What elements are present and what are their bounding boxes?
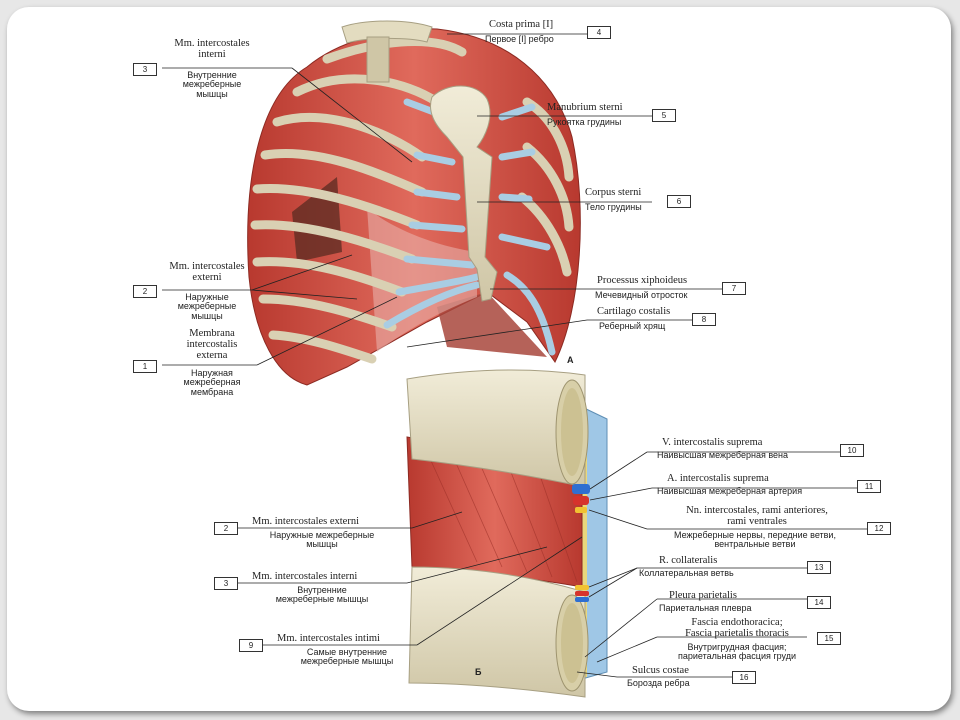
label-latin-manubrium: Manubrium sterni bbox=[547, 102, 623, 113]
label-number-3: 3 bbox=[133, 63, 157, 76]
label-number-3b: 3 bbox=[214, 577, 238, 590]
label-number-8: 8 bbox=[692, 313, 716, 326]
label-russian-fascia: Внутригрудная фасция; париетальная фасци… bbox=[677, 642, 797, 662]
label-russian-manubrium: Рукоятка грудины bbox=[547, 117, 622, 127]
intercostal-space-figure bbox=[406, 369, 608, 698]
label-latin-nn-intercostales: Nn. intercostales, rami anteriores, rami… bbox=[686, 505, 828, 528]
label-latin-costa-prima: Costa prima [I] bbox=[489, 19, 554, 30]
label-number-12: 12 bbox=[867, 522, 891, 535]
label-russian-corpus-sterni: Тело грудины bbox=[585, 202, 642, 212]
label-russian-sulcus-costae: Борозда ребра bbox=[627, 678, 690, 688]
label-latin-cartilago-costalis: Cartilago costalis bbox=[597, 306, 671, 317]
label-latin-fascia: Fascia endothoracica; Fascia parietalis … bbox=[685, 617, 789, 640]
label-russian-nn-intercostales: Межреберные нервы, передние ветви, вентр… bbox=[674, 530, 836, 550]
figure-b-label: Б bbox=[475, 667, 482, 677]
label-russian-costa-prima: Первое [I] ребро bbox=[485, 34, 554, 44]
label-number-7: 7 bbox=[722, 282, 746, 295]
label-russian-a-intercostalis: Наивысшая межреберная артерия bbox=[657, 486, 803, 496]
label-number-5: 5 bbox=[652, 109, 676, 122]
label-number-9: 9 bbox=[239, 639, 263, 652]
rib-cage-figure bbox=[247, 20, 581, 386]
label-latin-intercostales-externi: Mm. intercostales externi bbox=[169, 261, 245, 284]
label-russian-r-collateralis: Коллатеральная ветвь bbox=[639, 568, 734, 578]
label-number-6: 6 bbox=[667, 195, 691, 208]
label-latin-sulcus-costae: Sulcus costae bbox=[632, 665, 689, 676]
label-russian-intimi: Самые внутренние межреберные мышцы bbox=[300, 647, 394, 667]
label-number-10: 10 bbox=[840, 444, 864, 457]
label-number-16: 16 bbox=[732, 671, 756, 684]
anatomy-illustration bbox=[162, 20, 867, 698]
label-number-14: 14 bbox=[807, 596, 831, 609]
figure-a-label: А bbox=[567, 355, 574, 365]
label-russian-membrana: Наружная межреберная мембрана bbox=[183, 368, 241, 397]
label-russian-interni-b: Внутренние межреберные мышцы bbox=[275, 585, 369, 605]
label-russian-intercostales-externi: Наружные межреберные мышцы bbox=[177, 292, 237, 321]
label-number-2b: 2 bbox=[214, 522, 238, 535]
label-latin-v-intercostalis: V. intercostalis suprema bbox=[662, 437, 763, 448]
slide: А Б 3 Mm. intercostales interni Внутренн… bbox=[7, 7, 951, 711]
label-number-15: 15 bbox=[817, 632, 841, 645]
label-russian-intercostales-interni: Внутренние межреберные мышцы bbox=[182, 70, 242, 99]
label-number-13: 13 bbox=[807, 561, 831, 574]
label-number-2: 2 bbox=[133, 285, 157, 298]
label-russian-v-intercostalis: Наивысшая межреберная вена bbox=[657, 450, 788, 460]
label-latin-interni-b: Mm. intercostales interni bbox=[252, 571, 358, 582]
label-latin-pleura: Pleura parietalis bbox=[669, 590, 737, 601]
label-russian-pleura: Париетальная плевра bbox=[659, 603, 752, 613]
label-latin-intercostales-interni: Mm. intercostales interni bbox=[174, 38, 250, 61]
label-russian-processus-xiphoideus: Мечевидный отросток bbox=[595, 290, 688, 300]
label-latin-membrana: Membrana intercostalis externa bbox=[186, 328, 238, 362]
label-number-1: 1 bbox=[133, 360, 157, 373]
leader-lines bbox=[162, 33, 867, 678]
label-latin-processus-xiphoideus: Processus xiphoideus bbox=[597, 275, 688, 286]
label-latin-a-intercostalis: A. intercostalis suprema bbox=[667, 473, 769, 484]
label-latin-intimi: Mm. intercostales intimi bbox=[277, 633, 380, 644]
label-russian-externi-b: Наружные межреберные мышцы bbox=[269, 530, 375, 550]
label-number-11: 11 bbox=[857, 480, 881, 493]
label-latin-externi-b: Mm. intercostales externi bbox=[252, 516, 360, 527]
label-russian-cartilago-costalis: Реберный хрящ bbox=[599, 321, 666, 331]
label-latin-corpus-sterni: Corpus sterni bbox=[585, 187, 642, 198]
label-latin-r-collateralis: R. collateralis bbox=[659, 555, 718, 566]
label-number-4: 4 bbox=[587, 26, 611, 39]
